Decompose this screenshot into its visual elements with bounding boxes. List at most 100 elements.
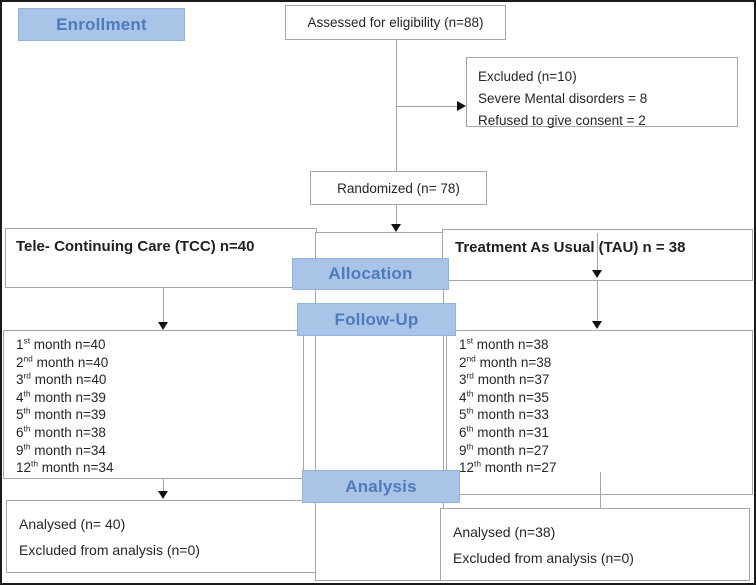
row-text: month n=39 xyxy=(30,389,106,405)
analysis-left-box: Analysed (n= 40) Excluded from analysis … xyxy=(6,500,316,573)
randomized-box: Randomized (n= 78) xyxy=(310,171,487,205)
followup-row: 6th month n=38 xyxy=(16,424,303,442)
ordinal-suffix: st xyxy=(23,335,31,346)
month-ordinal: 9 xyxy=(459,442,467,458)
ordinal-suffix: rd xyxy=(23,370,31,381)
month-ordinal: 5 xyxy=(16,407,24,423)
stage-label-analysis-text: Analysis xyxy=(345,476,417,496)
analysis-right-box: Analysed (n=38) Excluded from analysis (… xyxy=(440,508,750,581)
ordinal-suffix: th xyxy=(23,423,31,434)
row-text: month n=39 xyxy=(30,407,106,423)
stage-label-enrollment-text: Enrollment xyxy=(56,14,147,34)
row-text: month n=35 xyxy=(473,389,549,405)
followup-row: 1st month n=38 xyxy=(459,336,752,354)
connector-tau-internal xyxy=(597,233,598,272)
analysed-line: Analysed (n=38) xyxy=(453,524,556,540)
connector-branch-to-excluded xyxy=(396,106,458,107)
month-ordinal: 4 xyxy=(459,389,467,405)
randomized-text: Randomized (n= 78) xyxy=(337,180,460,196)
assessed-text: Assessed for eligibility (n=88) xyxy=(307,15,484,30)
row-text: month n=34 xyxy=(38,460,114,476)
arrowhead-down-followup-right-icon xyxy=(592,321,602,329)
followup-row: 6th month n=31 xyxy=(459,424,752,442)
arm-tau-title: Treatment As Usual (TAU) n = 38 xyxy=(455,239,686,256)
month-ordinal: 6 xyxy=(459,424,467,440)
arrowhead-down-allocation-icon xyxy=(391,224,401,232)
followup-row: 9th month n=27 xyxy=(459,442,752,460)
stage-label-enrollment: Enrollment xyxy=(18,8,185,41)
ordinal-suffix: nd xyxy=(466,353,476,364)
month-ordinal: 1 xyxy=(16,337,24,352)
row-text: month n=40 xyxy=(30,337,106,352)
excluded-analysis-line: Excluded from analysis (n=0) xyxy=(453,550,634,566)
month-ordinal: 9 xyxy=(16,442,24,458)
row-text: month n=40 xyxy=(30,372,107,388)
connector-tcc-to-followup xyxy=(163,287,164,323)
followup-row: 2nd month n=40 xyxy=(16,354,303,372)
arm-tcc-title: Tele- Continuing Care (TCC) n=40 xyxy=(16,238,255,255)
stage-label-followup-text: Follow-Up xyxy=(334,309,419,329)
month-ordinal: 1 xyxy=(459,337,467,352)
ordinal-suffix: th xyxy=(466,441,474,452)
row-text: month n=33 xyxy=(473,407,549,423)
arrowhead-down-followup-left-icon xyxy=(158,322,168,330)
followup-row: 1st month n=40 xyxy=(16,336,303,354)
ordinal-suffix: th xyxy=(466,405,474,416)
excluded-line-1: Excluded (n=10) xyxy=(478,69,577,84)
excluded-line-3: Refused to give consent = 2 xyxy=(478,113,646,128)
row-text: month n=31 xyxy=(473,424,549,440)
row-text: month n=38 xyxy=(473,337,549,352)
month-ordinal: 3 xyxy=(459,372,467,388)
row-text: month n=34 xyxy=(30,442,106,458)
stage-label-allocation-text: Allocation xyxy=(328,264,413,283)
stage-label-followup: Follow-Up xyxy=(297,303,456,336)
followup-row: 2nd month n=38 xyxy=(459,354,752,372)
excluded-line-2: Severe Mental disorders = 8 xyxy=(478,91,648,106)
month-ordinal: 2 xyxy=(16,354,24,370)
followup-row: 12th month n=27 xyxy=(459,459,752,477)
ordinal-suffix: rd xyxy=(466,370,474,381)
ordinal-suffix: st xyxy=(466,335,474,346)
ordinal-suffix: th xyxy=(23,405,31,416)
row-text: month n=38 xyxy=(475,354,552,370)
row-text: month n=27 xyxy=(481,460,557,476)
followup-row: 9th month n=34 xyxy=(16,442,303,460)
followup-row: 4th month n=35 xyxy=(459,389,752,407)
followup-right-box: 1st month n=38 2nd month n=38 3rd month … xyxy=(446,330,753,495)
connector-tau-to-followup xyxy=(597,280,598,322)
month-ordinal: 12 xyxy=(459,460,475,476)
followup-row: 3rd month n=37 xyxy=(459,371,752,389)
followup-row: 5th month n=33 xyxy=(459,406,752,424)
ordinal-suffix: th xyxy=(23,441,31,452)
arrowhead-down-analysis-left-icon xyxy=(158,491,168,499)
month-ordinal: 6 xyxy=(16,424,24,440)
followup-left-box: 1st month n=40 2nd month n=40 3rd month … xyxy=(3,330,304,479)
assessed-box: Assessed for eligibility (n=88) xyxy=(285,5,506,40)
connector-randomized-to-allocation xyxy=(396,204,397,226)
row-text: month n=27 xyxy=(473,442,549,458)
month-ordinal: 3 xyxy=(16,372,24,388)
row-text: month n=37 xyxy=(473,372,550,388)
followup-row: 3rd month n=40 xyxy=(16,371,303,389)
arrowhead-right-excluded-icon xyxy=(457,101,466,111)
arrowhead-down-tau-icon xyxy=(592,270,602,278)
excluded-analysis-line: Excluded from analysis (n=0) xyxy=(19,542,200,558)
ordinal-suffix: nd xyxy=(23,353,33,364)
month-ordinal: 4 xyxy=(16,389,24,405)
followup-row: 4th month n=39 xyxy=(16,389,303,407)
stage-label-allocation: Allocation xyxy=(292,258,449,290)
ordinal-suffix: th xyxy=(466,388,474,399)
connector-followup-to-analysis-right xyxy=(600,472,601,508)
ordinal-suffix: th xyxy=(466,423,474,434)
followup-row: 12th month n=34 xyxy=(16,459,303,477)
month-ordinal: 5 xyxy=(459,407,467,423)
month-ordinal: 2 xyxy=(459,354,467,370)
analysed-line: Analysed (n= 40) xyxy=(19,516,126,532)
row-text: month n=38 xyxy=(30,424,106,440)
middle-column-box xyxy=(315,232,444,581)
arm-tcc-box: Tele- Continuing Care (TCC) n=40 xyxy=(5,228,317,288)
month-ordinal: 12 xyxy=(16,460,32,476)
stage-label-analysis: Analysis xyxy=(302,470,460,503)
ordinal-suffix: th xyxy=(31,458,39,469)
